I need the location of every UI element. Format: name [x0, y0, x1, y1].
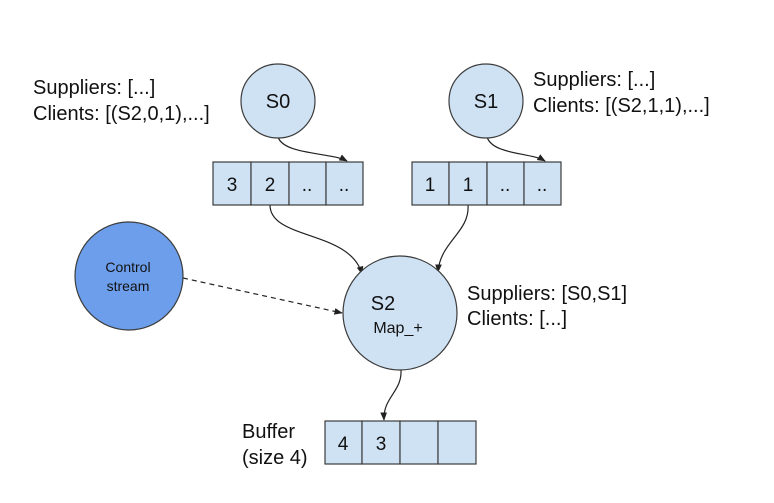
node-s2-subtitle: Map_+ [373, 320, 422, 337]
buffer-output-cell: 3 [376, 434, 387, 455]
edge-control-to-s2 [182, 277, 343, 315]
buffer-s1-cell: .. [537, 175, 548, 196]
control-line1: Control [105, 259, 150, 275]
edge-s0-buffer-to-s2 [269, 204, 364, 275]
buffer-s0-cell: 2 [265, 175, 276, 196]
s1-clients-label: Clients: [(S2,1,1),...] [533, 95, 710, 117]
buffer-s1-cell: 1 [463, 175, 474, 196]
node-s1-title: S1 [474, 91, 498, 113]
node-s1: S1 [448, 63, 524, 139]
node-s2-title: S2 [371, 293, 395, 315]
s2-suppliers-label: Suppliers: [S0,S1] [467, 283, 628, 305]
buffer-output-cell: 4 [338, 434, 349, 455]
buffer-s1-cell: .. [500, 175, 511, 196]
buffer-size-label: (size 4) [242, 447, 308, 469]
buffer-label: Buffer [242, 421, 295, 443]
buffer-s0-cell: 3 [227, 175, 238, 196]
edge-s1-to-buffer [486, 136, 546, 162]
s0-clients-label: Clients: [(S2,0,1),...] [33, 103, 210, 125]
edge-s2-to-output-buffer [380, 369, 402, 421]
node-s2: S2 Map_+ [342, 255, 458, 371]
buffer-s0-cell: .. [302, 175, 313, 196]
s0-suppliers-label: Suppliers: [...] [33, 77, 156, 99]
s2-clients-label: Clients: [...] [467, 308, 568, 330]
node-s0: S0 [240, 63, 316, 139]
buffer-s1-cell: 1 [425, 175, 436, 196]
control-line2: stream [107, 278, 150, 294]
buffer-s1: 1 1 .. .. [411, 161, 562, 206]
edge-s0-to-buffer [277, 136, 348, 162]
buffer-s0: 3 2 .. .. [212, 161, 364, 206]
s1-suppliers-label: Suppliers: [...] [533, 69, 656, 91]
edge-s1-buffer-to-s2 [435, 204, 469, 273]
buffer-output: 4 3 [324, 420, 477, 465]
node-control-stream: Control stream [74, 221, 184, 331]
node-s0-title: S0 [266, 91, 290, 113]
buffer-s0-cell: .. [339, 175, 350, 196]
